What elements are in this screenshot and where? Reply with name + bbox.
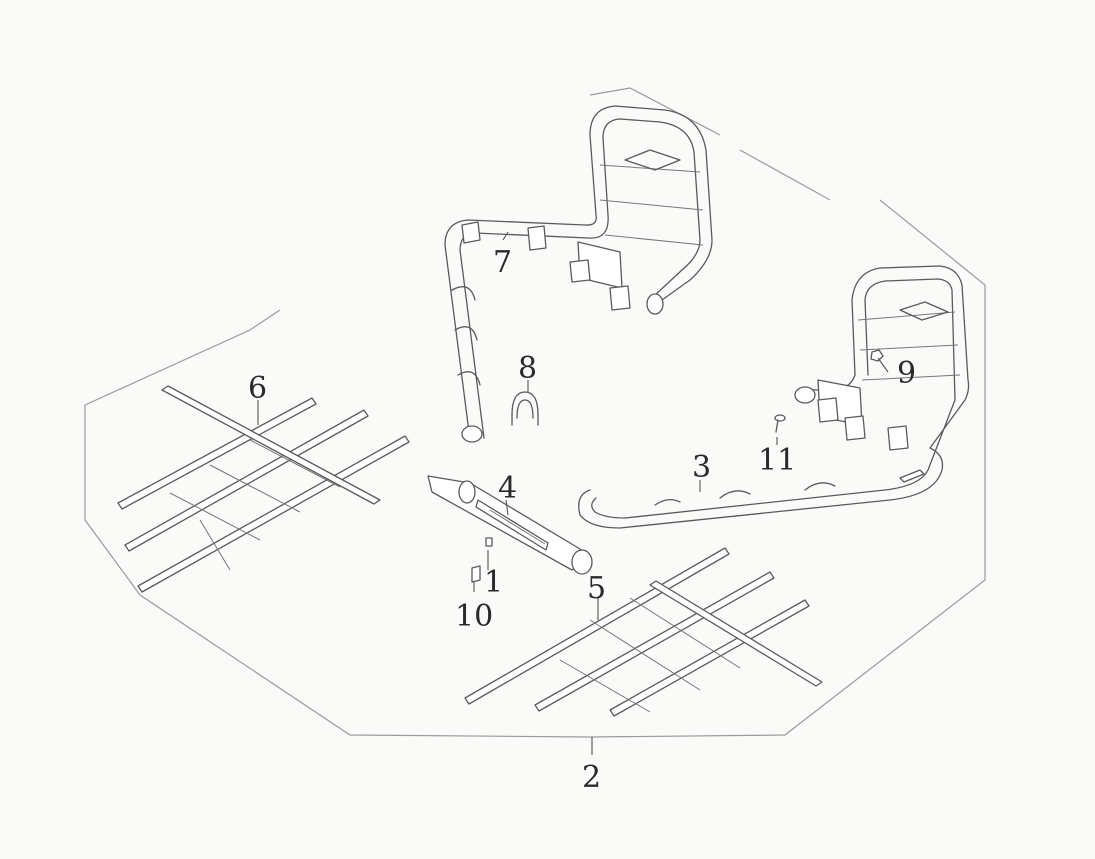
- callout-labels: 1 2 3 4 5 6 7 8 9 10 11: [248, 245, 916, 795]
- callout-2: 2: [582, 760, 601, 795]
- callout-4: 4: [498, 471, 517, 506]
- callout-10: 10: [455, 599, 493, 634]
- callout-6: 6: [248, 371, 267, 406]
- clip: [471, 565, 481, 583]
- callout-5: 5: [587, 571, 606, 606]
- footrest-grate-left: [117, 385, 410, 593]
- callout-9: 9: [897, 356, 916, 391]
- cross-tube: [427, 475, 593, 575]
- assembly-boundary: [84, 87, 986, 738]
- callout-7: 7: [493, 245, 512, 280]
- pin: [485, 537, 493, 547]
- callout-1: 1: [484, 565, 503, 600]
- nerf-bar-left: [444, 105, 713, 443]
- leader-lines: [257, 231, 889, 755]
- callout-8: 8: [518, 351, 537, 386]
- footrest-grate-right: [464, 547, 823, 717]
- u-bolt: [511, 391, 539, 426]
- nerf-bar-right: [578, 265, 970, 529]
- nut: [870, 349, 884, 362]
- callout-3: 3: [692, 450, 711, 485]
- bolt: [774, 414, 786, 433]
- callout-11: 11: [758, 443, 796, 478]
